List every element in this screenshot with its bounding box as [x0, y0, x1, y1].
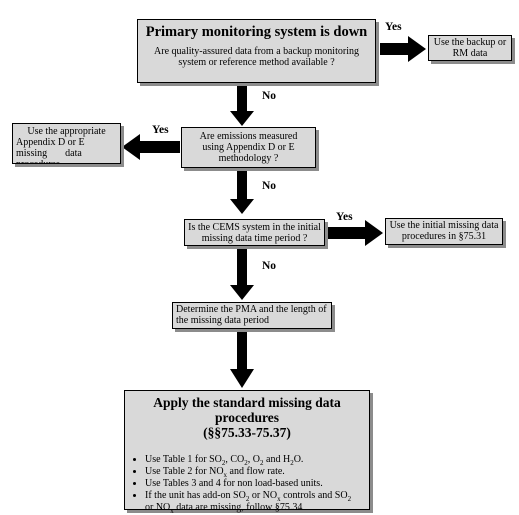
primary-system-down-box: Primary monitoring system is down Are qu… [137, 19, 376, 83]
appendix-use-line4: procedures [16, 159, 117, 163]
bullet-add-on-controls: If the unit has add-on SO2 or NOx contro… [145, 490, 365, 515]
arrow-yes-backup [380, 36, 426, 62]
appendix-use-line2: Appendix D or E [16, 137, 85, 148]
bullet-tables-3-4: Use Tables 3 and 4 for non load-based un… [145, 478, 365, 490]
appendix-question-box: Are emissions measured using Appendix D … [181, 127, 316, 168]
standard-title-line1: Apply the standard missing data procedur… [153, 395, 341, 425]
pma-line2: the missing data period [176, 315, 270, 326]
initial-line1: Use the initial missing data [389, 220, 499, 231]
primary-title: Primary monitoring system is down [145, 24, 368, 40]
standard-title-line2: (§§75.33-75.37) [203, 425, 291, 440]
appendix-q-line1: Are emissions measured [199, 131, 298, 142]
standard-procedures-box: Apply the standard missing data procedur… [124, 390, 370, 515]
label-yes-1: Yes [385, 21, 402, 33]
arrow-down-4 [230, 330, 254, 388]
arrow-yes-appendix [122, 134, 180, 160]
determine-pma-box: Determine the PMA and the length of the … [172, 302, 332, 329]
label-no-2: No [262, 180, 277, 192]
appendix-q-line2: using Appendix D or E [202, 142, 295, 153]
bullet-table-1: Use Table 1 for SO2, CO2, O2 and H2O. [145, 454, 365, 467]
appendix-q-line3: methodology ? [218, 153, 279, 164]
cems-q-line1: Is the CEMS system in the initial [188, 222, 321, 233]
arrow-no-3 [230, 246, 254, 300]
bullet-table-2: Use Table 2 for NOx and flow rate. [145, 466, 365, 479]
pma-line1: Determine the PMA and the length of [176, 304, 327, 315]
use-backup-box: Use the backup or RM data [428, 35, 512, 61]
initial-missing-data-box: Use the initial missing data procedures … [385, 218, 503, 245]
backup-line2: RM data [452, 48, 488, 59]
arrow-no-1 [230, 84, 254, 126]
cems-question-box: Is the CEMS system in the initial missin… [184, 219, 325, 246]
label-yes-3: Yes [336, 211, 353, 223]
primary-question-line1: Are quality-assured data from a backup m… [154, 46, 359, 57]
use-appendix-box: Use the appropriate Appendix D or E miss… [12, 123, 121, 164]
primary-question-line2: system or reference method available ? [178, 57, 335, 68]
arrow-yes-cems [325, 220, 383, 246]
initial-line2: procedures in §75.31 [401, 231, 487, 242]
standard-bullet-list: Use Table 1 for SO2, CO2, O2 and H2O. Us… [129, 454, 365, 515]
appendix-use-line1: Use the appropriate [27, 126, 106, 137]
backup-line1: Use the backup or [433, 37, 507, 48]
arrow-no-2 [230, 171, 254, 214]
label-yes-2: Yes [152, 124, 169, 136]
cems-q-line2: missing data time period ? [201, 233, 308, 244]
label-no-1: No [262, 90, 277, 102]
label-no-3: No [262, 260, 277, 272]
